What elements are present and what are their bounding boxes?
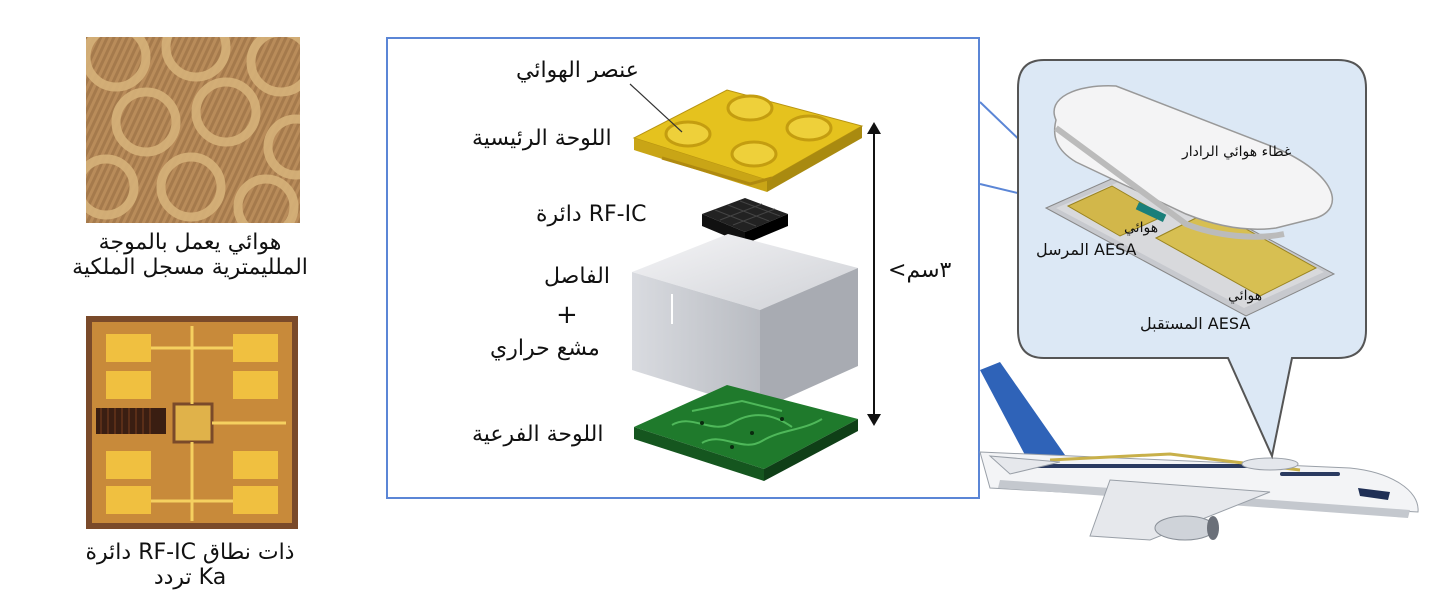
heatsink-label: مشع حراري [490, 336, 600, 361]
rf-ic-label: دائرة RF-IC [536, 202, 647, 227]
main-board [632, 89, 864, 192]
radome-label: غطاء هوائي الرادار [1182, 144, 1292, 160]
antenna-caption-line1: هوائي يعمل بالموجة [98, 230, 282, 255]
stack-diagram-frame [386, 37, 980, 499]
antenna-photo-caption: هوائي يعمل بالموجة الملليمترية مسجل المل… [60, 230, 320, 280]
aircraft-image [979, 362, 1419, 541]
antenna-photo [86, 37, 300, 223]
antenna-element-label: عنصر الهوائي [516, 58, 639, 83]
chip-photo-caption: دائرة RF-IC ذات نطاق تردد Ka [55, 540, 325, 590]
rf-ic-chip-photo [86, 316, 298, 529]
sub-board [634, 385, 858, 481]
antenna-caption-line2: الملليمترية مسجل الملكية [72, 255, 308, 280]
callout-bubble [1017, 59, 1367, 460]
tx-antenna-label-line2: المرسل AESA [1036, 240, 1137, 259]
height-arrow [867, 122, 881, 426]
spacer-label: الفاصل [544, 264, 610, 289]
tx-antenna-label-line1: هوائي [1124, 220, 1159, 236]
antenna-element-pointer [629, 83, 683, 133]
sub-board-label: اللوحة الفرعية [472, 422, 604, 447]
height-label: <٣سم [888, 258, 952, 283]
chip-caption-line1: دائرة RF-IC ذات نطاق [85, 540, 295, 565]
main-board-label: اللوحة الرئيسية [472, 126, 612, 151]
spacer-heatsink-block [632, 234, 858, 410]
rf-ic-block [702, 198, 788, 244]
rx-antenna-label-line1: هوائي [1228, 288, 1263, 304]
rx-antenna-label-line2: المستقبل AESA [1140, 314, 1251, 333]
chip-caption-line2: تردد Ka [153, 565, 227, 590]
plus-label: + [556, 300, 578, 330]
